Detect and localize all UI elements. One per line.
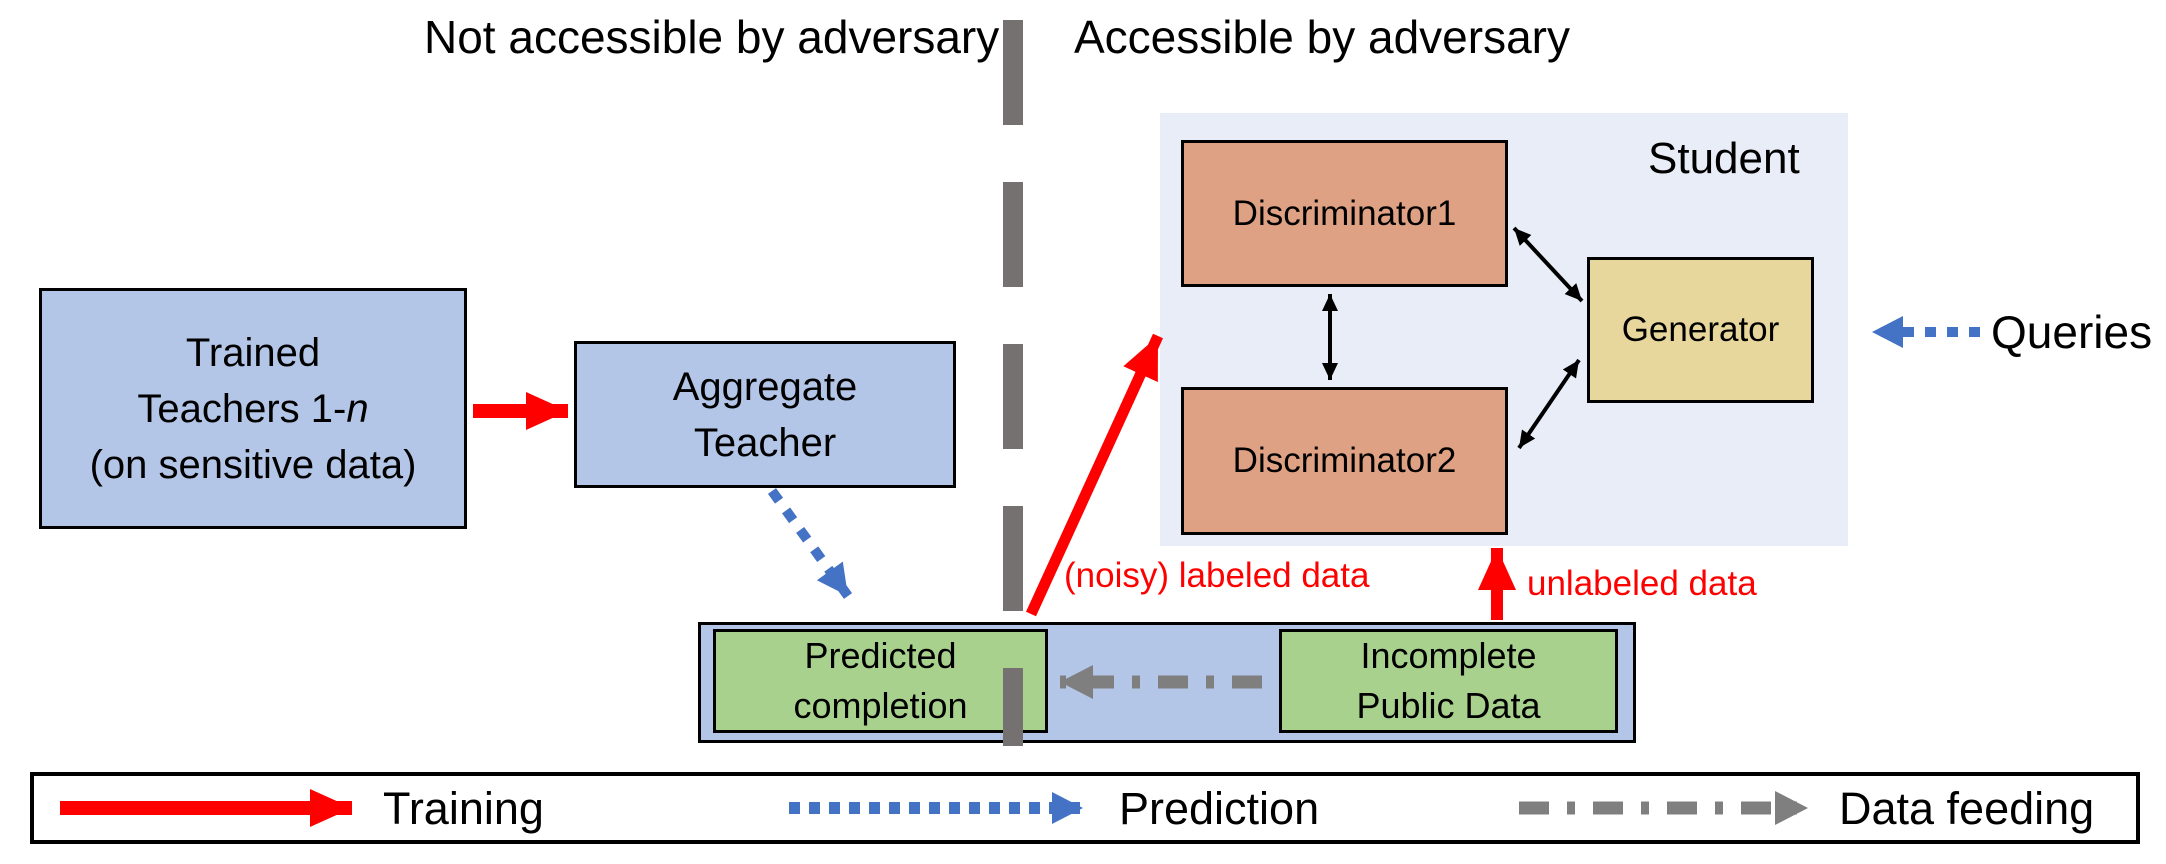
trained-teachers-line2: Teachers 1-n: [137, 386, 369, 431]
legend: [30, 772, 2140, 844]
prediction-arrow-aggregate-to-completion: [767, 488, 853, 599]
incomplete-public-data-line1: Incomplete: [1360, 635, 1537, 677]
generator-label: Generator: [1621, 310, 1780, 349]
incomplete-public-data-box: Incomplete Public Data: [1279, 629, 1618, 733]
aggregate-teacher-box: Aggregate Teacher: [574, 341, 956, 488]
legend-prediction-label: Prediction: [1119, 783, 1320, 834]
noisy-labeled-data-label: (noisy) labeled data: [1064, 556, 1370, 595]
predicted-completion-line1: Predicted: [804, 635, 957, 677]
trained-teachers-line1: Trained: [185, 330, 321, 375]
generator-box: Generator: [1587, 257, 1814, 403]
discriminator1-label: Discriminator1: [1232, 193, 1457, 233]
not-accessible-region-label: Not accessible by adversary: [424, 11, 1000, 63]
trained-teachers-line3: (on sensitive data): [89, 442, 417, 487]
aggregate-teacher-line1: Aggregate: [672, 364, 858, 409]
legend-training-label: Training: [383, 783, 544, 834]
predicted-completion-line2: completion: [793, 685, 968, 726]
discriminator2-label: Discriminator2: [1232, 441, 1457, 480]
predicted-completion-box: Predicted completion: [713, 629, 1048, 733]
aggregate-teacher-line2: Teacher: [693, 420, 837, 465]
queries-label: Queries: [1991, 306, 2153, 358]
trained-teachers-box: Trained Teachers 1-n (on sensitive data): [39, 288, 467, 529]
incomplete-public-data-line2: Public Data: [1356, 685, 1541, 726]
unlabeled-data-label: unlabeled data: [1527, 564, 1757, 603]
student-label: Student: [1648, 134, 1800, 183]
accessible-region-label: Accessible by adversary: [1074, 11, 1570, 63]
legend-data-feeding-label: Data feeding: [1839, 783, 2095, 834]
discriminator1-box: Discriminator1: [1181, 140, 1508, 287]
discriminator2-box: Discriminator2: [1181, 387, 1508, 535]
teachers-n-variable: n: [346, 386, 369, 431]
